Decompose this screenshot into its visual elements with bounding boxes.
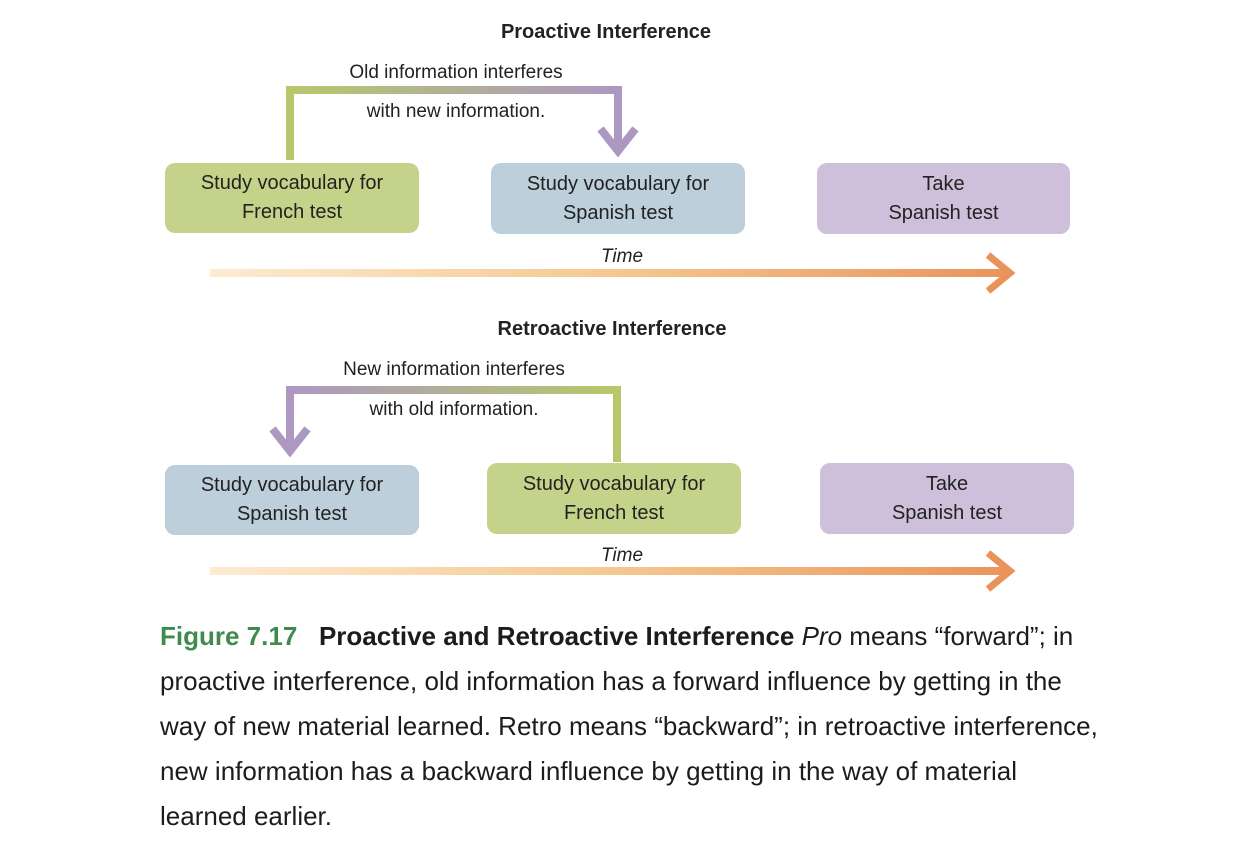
retroactive-note-line1: New information interferes <box>343 359 565 380</box>
retroactive-arrowhead <box>269 426 311 458</box>
proactive-title: Proactive Interference <box>500 21 712 43</box>
retroactive-box-test: Take Spanish test <box>820 463 1074 534</box>
retroactive-time-arrowhead <box>985 550 1016 592</box>
proactive-arrowhead <box>597 126 639 158</box>
proactive-time-arrowhead <box>985 252 1016 294</box>
retroactive-box-french: Study vocabulary for French test <box>487 463 741 534</box>
retroactive-title: Retroactive Interference <box>497 318 727 340</box>
retroactive-note-line2: with old information. <box>369 399 539 420</box>
figure-caption: Figure 7.17 Proactive and Retroactive In… <box>160 614 1100 839</box>
proactive-box-french: Study vocabulary for French test <box>165 163 419 233</box>
proactive-box-spanish: Study vocabulary for Spanish test <box>491 163 745 234</box>
proactive-box-test: Take Spanish test <box>817 163 1070 234</box>
retroactive-connector-arrow <box>286 386 621 462</box>
proactive-connector-arrow <box>286 86 622 160</box>
figure-number: Figure 7.17 <box>160 621 298 651</box>
retroactive-time-label: Time <box>600 545 644 566</box>
caption-lead-word: Pro <box>801 621 843 651</box>
proactive-time-label: Time <box>600 246 644 267</box>
proactive-note-line1: Old information interferes <box>349 62 563 83</box>
caption-text: means “forward”; in proactive interferen… <box>160 621 1098 831</box>
figure-title: Proactive and Retroactive Interference <box>318 621 795 651</box>
proactive-note-line2: with new information. <box>366 101 546 122</box>
retroactive-box-spanish: Study vocabulary for Spanish test <box>165 465 419 535</box>
